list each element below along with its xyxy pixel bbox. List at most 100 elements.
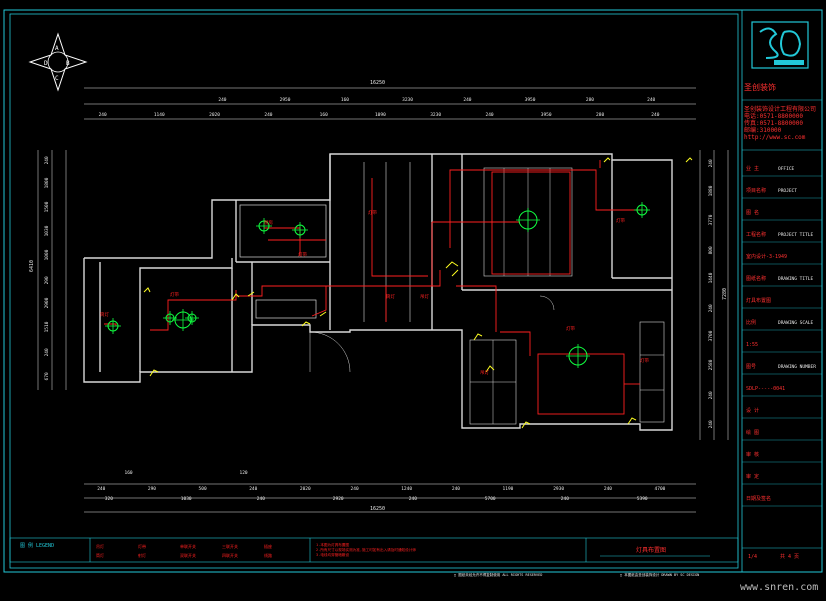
titleblock-label: 业 主 (746, 165, 759, 172)
dimension-label: 500 (199, 486, 207, 492)
legend-item: 筒灯 (96, 552, 104, 558)
dimension-label: 320 (105, 496, 113, 502)
svg-text:A: A (55, 45, 59, 52)
room-label: 筒灯 (386, 293, 395, 300)
company-info-line: http://www.sc.com (744, 134, 806, 141)
dimension-label: 5700 (485, 496, 496, 502)
titleblock-label: 绘 图 (746, 429, 759, 436)
svg-text:B: B (66, 60, 70, 67)
legend-item: 线路 (264, 552, 272, 558)
light-fixture (292, 222, 308, 238)
light-fixture (516, 208, 540, 232)
room-label: 吊灯 (420, 293, 429, 300)
titleblock-label: 室内设计-3-1949 (746, 253, 787, 260)
room-label: 灯带 (170, 291, 179, 298)
dimension-label: 800 (708, 246, 714, 254)
sheet-count: 共 4 页 (780, 553, 799, 560)
company-logo (751, 21, 809, 69)
dimension-label: 160 (320, 112, 328, 118)
svg-text:C: C (55, 75, 59, 82)
dimension-label: 2920 (333, 496, 344, 502)
dimension-label: 290 (44, 276, 50, 284)
sheet-frame (3, 9, 823, 573)
dimension-label: 240 (463, 97, 471, 103)
dimension-label: 1140 (154, 112, 165, 118)
titleblock-label: SDLP-----0041 (746, 386, 785, 392)
legend-item: 双联开关 (180, 552, 196, 558)
titleblock-value: PROJECT TITLE (778, 232, 814, 238)
dimension-label: 240 (651, 112, 659, 118)
company-info-line: 电话:0571-8800000 (744, 113, 803, 120)
company-info-line: 传真:0571-8800000 (744, 120, 803, 127)
dimension-label: 2930 (553, 486, 564, 492)
dimension-label: 240 (257, 496, 265, 502)
titleblock-label: 日期及签名 (746, 495, 771, 502)
dimension-label: 3230 (430, 112, 441, 118)
titleblock-label: 设 计 (746, 407, 759, 414)
legend-notes: 1.本图为灯具布置图2.所有尺寸以现场实测为准,施工时如有出入请及时通知设计师3… (316, 542, 416, 557)
legend-note: 1.本图为灯具布置图 (316, 542, 349, 547)
titleblock-label: 审 核 (746, 451, 759, 458)
titleblock-label: 项目名称 (746, 187, 766, 194)
light-fixture (634, 202, 650, 218)
room-label: 灯带 (616, 217, 625, 224)
dimension-label: 3230 (402, 97, 413, 103)
switch-symbols (143, 157, 693, 429)
drawing-border (9, 13, 739, 569)
room-label: 灯带 (368, 209, 377, 216)
titleblock-label: 图纸名称 (746, 275, 766, 282)
light-fixture (185, 311, 199, 325)
dimension-label: 240 (99, 112, 107, 118)
dimension-label: 2950 (280, 97, 291, 103)
company-info-line: 圣创装饰设计工程有限公司 (744, 106, 817, 113)
light-fixtures (105, 202, 650, 368)
dimension-label: 3950 (525, 97, 536, 103)
dimension-label: 1030 (181, 496, 192, 502)
dimension-label: 240 (249, 486, 257, 492)
titleblock-value: DRAWING NUMBER (778, 364, 816, 370)
dimension-label: 670 (44, 372, 50, 380)
titleblock-label: 图 名 (746, 209, 759, 216)
dimension-lines (37, 87, 729, 513)
dimension-label: 2020 (209, 112, 220, 118)
dimension-label: 1190 (503, 486, 514, 492)
right-total-dimension: 7280 (722, 288, 728, 300)
titleblock-label: 比例 (746, 319, 756, 326)
light-fixture (163, 311, 177, 325)
dimension-label: 1090 (375, 112, 386, 118)
walls (83, 153, 673, 431)
top-total-dimension: 16250 (370, 80, 385, 86)
company-info-line: 邮编:310000 (744, 127, 782, 134)
legend-item: 三联开关 (222, 543, 238, 549)
lighting-circuits (104, 160, 642, 415)
dimension-label: 240 (708, 159, 714, 167)
dimension-label: 2020 (300, 486, 311, 492)
dimension-label: 160 (341, 97, 349, 103)
light-fixture (172, 309, 194, 331)
dimension-label: 240 (409, 496, 417, 502)
dimension-label: 1800 (44, 177, 50, 188)
room-label: 灯带 (298, 251, 307, 258)
dimension-label: 3770 (708, 214, 714, 225)
dimension-label: 120 (240, 470, 248, 476)
dimension-label: 240 (97, 486, 105, 492)
bottom-note: □ 图纸未经允许不得复制使用 ALL RIGHTS RESERVED (454, 572, 542, 577)
dimension-label: 2900 (44, 297, 50, 308)
dimension-label: 240 (708, 304, 714, 312)
light-fixture (256, 218, 272, 234)
dimension-label: 1500 (44, 201, 50, 212)
titleblock-label: 图号 (746, 364, 756, 370)
legend-note: 3.电线均穿管暗敷设 (316, 552, 349, 557)
dimension-label: 240 (218, 97, 226, 103)
legend-title: 图 例 LEGEND (20, 542, 54, 549)
titleblock-label: 工程名称 (746, 231, 766, 238)
room-labels: 厨房灯带筒灯灯带筒灯吊灯灯带灯带吊灯灯带灯带 (100, 209, 649, 376)
